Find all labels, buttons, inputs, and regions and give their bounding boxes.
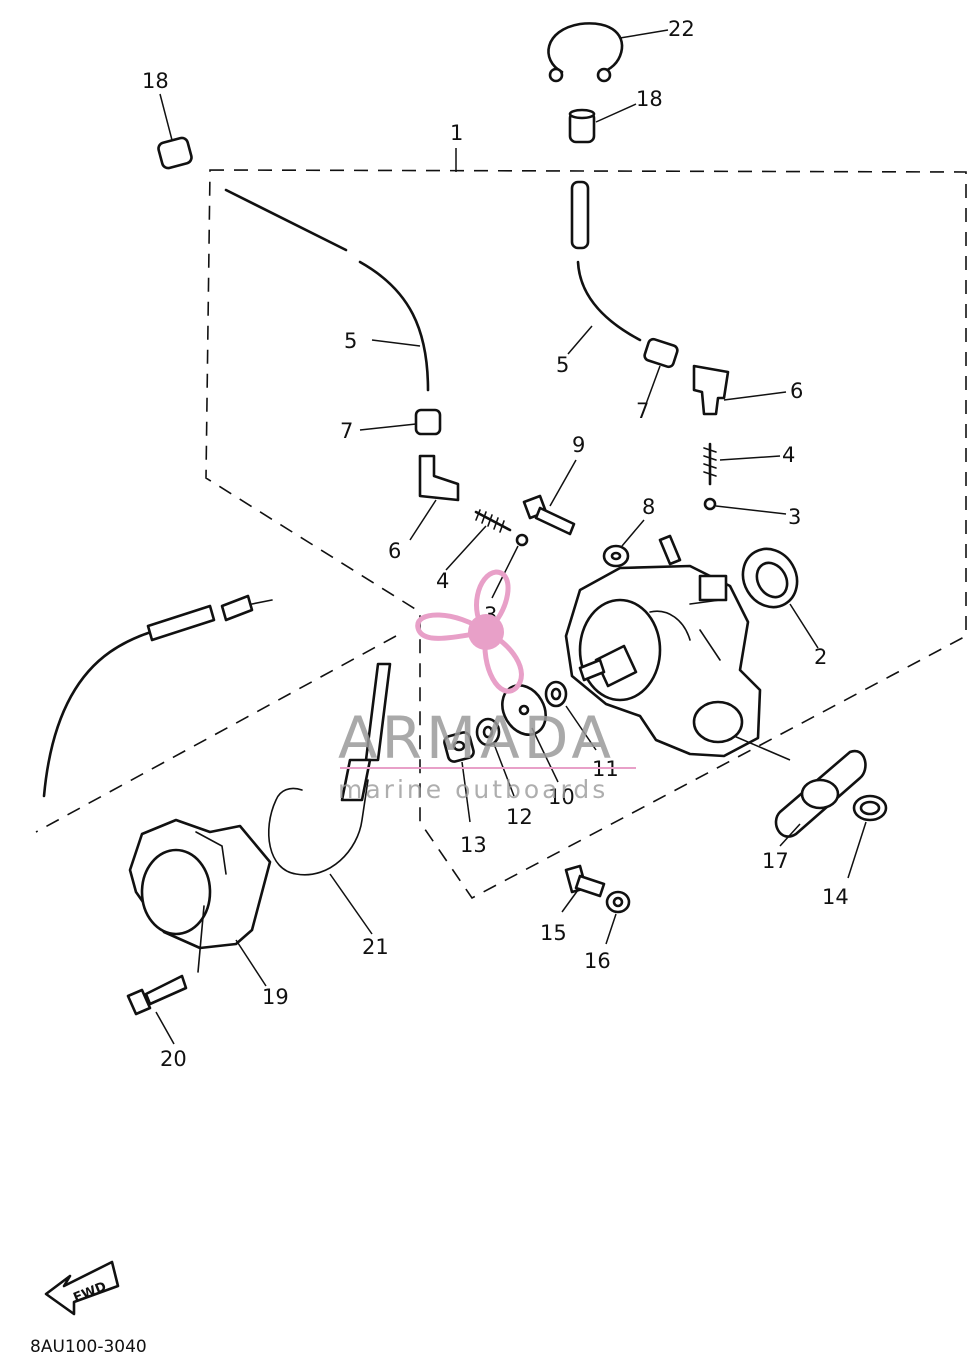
brand-watermark: ARMADA marine outboards xyxy=(338,569,636,804)
cover-bolt-part xyxy=(126,974,188,1045)
callout-7: 7 xyxy=(340,419,353,443)
callout-21: 21 xyxy=(362,935,389,959)
callout-14: 14 xyxy=(822,885,849,909)
callout-2: 2 xyxy=(814,645,827,669)
oil-pump-cable xyxy=(42,594,273,798)
gasket-part xyxy=(774,749,867,847)
fuel-hose-left xyxy=(224,188,430,392)
callout-19: 19 xyxy=(262,985,289,1009)
callout-3: 3 xyxy=(788,505,801,529)
spring-part xyxy=(445,442,781,571)
callout-5: 5 xyxy=(556,353,569,377)
elbow-fitting-part xyxy=(409,364,787,541)
callout-1: 1 xyxy=(450,121,463,145)
fuel-hose-right xyxy=(567,180,642,355)
washer-part xyxy=(602,519,645,568)
oil-pump-body xyxy=(564,534,791,761)
nut-part xyxy=(443,731,475,823)
callout-6: 6 xyxy=(388,539,401,563)
hose-clamp-part xyxy=(359,337,679,436)
callout-16: 16 xyxy=(584,949,611,973)
check-ball-part xyxy=(491,497,787,599)
clip-part xyxy=(547,22,669,83)
callout-5: 5 xyxy=(344,329,357,353)
callout-18: 18 xyxy=(636,87,663,111)
oil-seal-part xyxy=(741,547,819,649)
callout-15: 15 xyxy=(540,921,567,945)
bolt-part xyxy=(561,864,606,913)
diagram-code: 8AU100-3040 xyxy=(30,1337,147,1357)
seal-washer-part xyxy=(475,717,515,797)
drive-gear-part xyxy=(501,684,559,783)
callout-4: 4 xyxy=(782,443,795,467)
callout-13: 13 xyxy=(460,833,487,857)
o-ring-part xyxy=(847,794,888,879)
pump-cover-part xyxy=(128,818,272,987)
callout-10: 10 xyxy=(548,785,575,809)
fwd-arrow-icon: FWD xyxy=(44,1260,120,1316)
sensor-lead xyxy=(267,662,392,935)
small-washer-part xyxy=(544,680,597,751)
watermark-tagline: marine outboards xyxy=(338,775,608,804)
callout-6: 6 xyxy=(790,379,803,403)
callout-7: 7 xyxy=(636,399,649,423)
assembly-boundary xyxy=(35,148,967,900)
callout-8: 8 xyxy=(642,495,655,519)
callout-22: 22 xyxy=(668,17,695,41)
callout-12: 12 xyxy=(506,805,533,829)
screw-part xyxy=(522,459,577,536)
callout-20: 20 xyxy=(160,1047,187,1071)
propeller-logo xyxy=(415,569,524,694)
bolt-washer-part xyxy=(605,890,631,945)
callout-9: 9 xyxy=(572,433,585,457)
callout-17: 17 xyxy=(762,849,789,873)
hose-cap-part xyxy=(157,93,637,170)
callout-4: 4 xyxy=(436,569,449,593)
callout-18: 18 xyxy=(142,69,169,93)
watermark-brand: ARMADA xyxy=(338,704,615,772)
